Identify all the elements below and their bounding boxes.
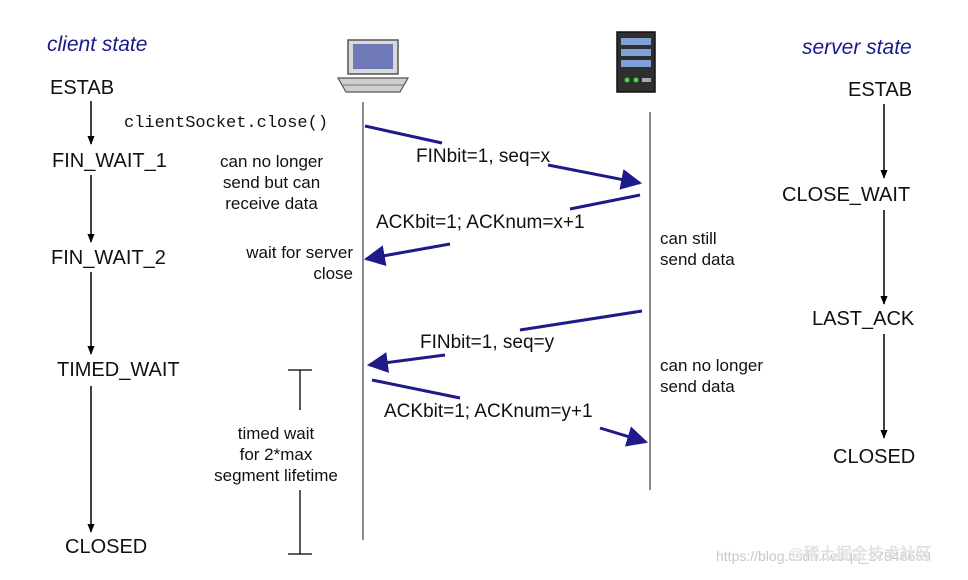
client-close-call: clientSocket.close() xyxy=(124,114,329,133)
server-state-closed: CLOSED xyxy=(833,446,916,468)
desktop-computer-icon xyxy=(336,39,410,93)
fin-server-label: FINbit=1, seq=y xyxy=(420,332,555,353)
client-note-timed-wait: timed wait for 2*max segment lifetime xyxy=(214,424,338,485)
client-state-timed-wait: TIMED_WAIT xyxy=(57,359,180,381)
server-tower-icon xyxy=(616,31,656,93)
client-note-wait-close: wait for server close xyxy=(246,243,353,283)
client-note-no-send: can no longer send but can receive data xyxy=(220,152,324,213)
timed-wait-bracket xyxy=(288,369,312,555)
client-state-estab: ESTAB xyxy=(50,77,115,99)
client-state-closed: CLOSED xyxy=(65,536,148,558)
watermark-url: https://blog.csdn.net/qq_27948659 xyxy=(716,548,931,564)
client-state-fin-wait-2: FIN_WAIT_2 xyxy=(51,247,166,269)
ack-server-arrow xyxy=(569,193,641,211)
server-note-still-send: can still send data xyxy=(660,229,735,269)
ack-client-arrow-tail xyxy=(599,426,649,447)
ack-client-arrow xyxy=(371,378,461,400)
server-state-close-wait: CLOSE_WAIT xyxy=(782,184,911,206)
client-state-header: client state xyxy=(47,33,148,56)
server-state-estab: ESTAB xyxy=(848,79,913,101)
ack-client-label: ACKbit=1; ACKnum=y+1 xyxy=(384,401,593,422)
fin-client-arrow-tail xyxy=(547,163,643,190)
client-state-fin-wait-1: FIN_WAIT_1 xyxy=(52,150,167,172)
ack-server-label: ACKbit=1; ACKnum=x+1 xyxy=(376,212,585,233)
fin-server-arrow-tail xyxy=(366,352,446,373)
fin-client-label: FINbit=1, seq=x xyxy=(416,146,551,167)
fin-server-arrow xyxy=(519,309,643,332)
ack-server-arrow-tail xyxy=(363,242,451,267)
watermark-brand: @稀土掘金技术社区 xyxy=(788,546,932,563)
server-state-last-ack: LAST_ACK xyxy=(812,308,915,330)
server-state-header: server state xyxy=(802,36,912,59)
server-note-no-send: can no longer send data xyxy=(660,356,764,396)
fin-client-arrow xyxy=(364,124,443,145)
